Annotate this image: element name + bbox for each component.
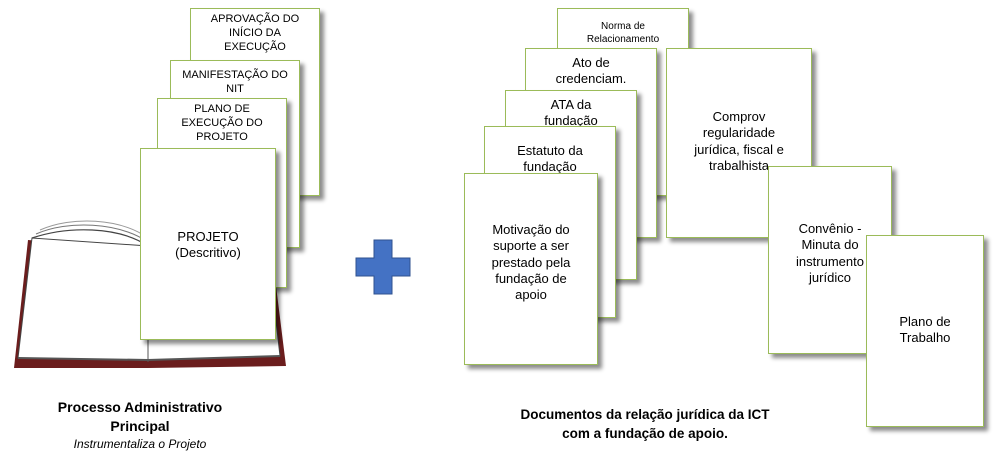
left-caption-title: Processo Administrativo Principal xyxy=(57,399,223,434)
card-manifestacao-text: MANIFESTAÇÃO DO NIT xyxy=(182,69,288,95)
card-projeto: PROJETO (Descritivo) xyxy=(140,148,276,340)
card-comprov-text: Comprov regularidade jurídica, fiscal e … xyxy=(694,109,784,173)
left-caption: Processo Administrativo Principal Instru… xyxy=(20,398,260,453)
card-ata-text: ATA da fundação xyxy=(544,97,598,129)
left-caption-subtitle: Instrumentaliza o Projeto xyxy=(73,436,207,451)
right-caption: Documentos da relação jurídica da ICT co… xyxy=(480,406,810,444)
card-motivacao: Motivação do suporte a ser prestado pela… xyxy=(464,173,598,365)
card-convenio-text: Convênio - Minuta do instrumento jurídic… xyxy=(796,221,864,285)
card-motivacao-text: Motivação do suporte a ser prestado pela… xyxy=(491,222,571,302)
card-plano-trabalho-text: Plano de Trabalho xyxy=(899,314,951,346)
card-norma-text: Norma de Relacionamento xyxy=(586,21,660,45)
card-estatuto-text: Estatuto da fundação xyxy=(517,143,583,175)
card-ato-text: Ato de credenciam. ção xyxy=(555,55,627,103)
card-plano-trabalho: Plano de Trabalho xyxy=(866,235,984,427)
card-projeto-text: PROJETO (Descritivo) xyxy=(175,229,241,261)
card-aprovacao-text: APROVAÇÃO DO INÍCIO DA EXECUÇÃO xyxy=(210,13,300,53)
right-caption-title: Documentos da relação jurídica da ICT co… xyxy=(520,407,770,441)
plus-icon xyxy=(355,239,411,295)
card-plano-execucao-text: PLANO DE EXECUÇÃO DO PROJETO xyxy=(181,103,263,143)
